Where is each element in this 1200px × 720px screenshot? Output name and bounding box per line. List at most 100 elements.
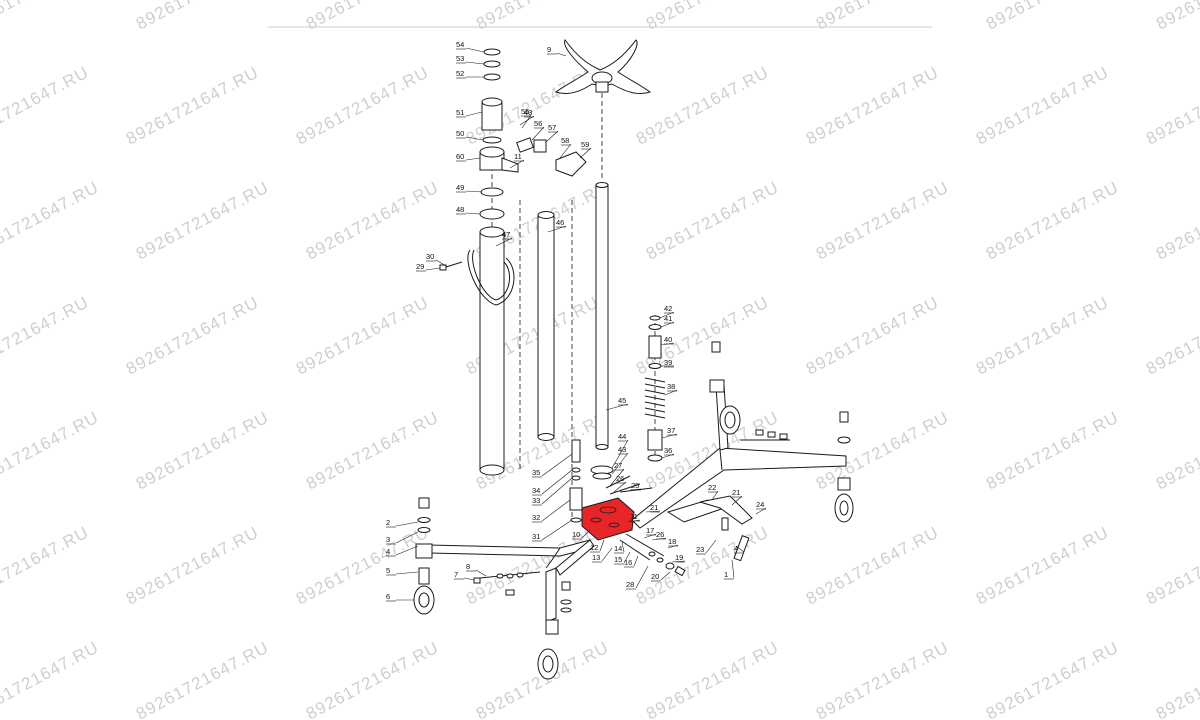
callout-leader xyxy=(465,111,483,117)
callout: 56 xyxy=(531,119,545,141)
callout: 51 xyxy=(456,108,483,118)
callout-leader xyxy=(671,560,686,563)
callout-leader xyxy=(465,136,484,141)
watermark-text: 89261721647.RU xyxy=(643,0,782,34)
watermark-text: 89261721647.RU xyxy=(0,523,92,609)
watermark-text: 89261721647.RU xyxy=(473,638,612,720)
callout-leader xyxy=(581,529,591,539)
callout: 4 xyxy=(734,544,745,554)
callout-leader xyxy=(731,495,743,506)
watermark-text: 89261721647.RU xyxy=(813,638,952,720)
callout-number: 28 xyxy=(626,580,634,589)
saddle-part xyxy=(554,39,652,95)
callout-leader xyxy=(495,237,513,247)
callout-leader xyxy=(465,47,485,53)
screw-29-30 xyxy=(439,261,463,271)
callout: 1 xyxy=(724,559,735,580)
callout-number: 48 xyxy=(456,205,464,214)
callout: 12 xyxy=(590,539,605,553)
callout-number: 31 xyxy=(532,532,540,541)
callout: 3 xyxy=(386,531,419,545)
callout-number: 55 xyxy=(521,107,529,116)
callout-leader xyxy=(395,521,419,527)
callout-number: 37 xyxy=(667,426,675,435)
watermark-text: 89261721647.RU xyxy=(983,408,1122,494)
callout: 29 xyxy=(416,262,441,272)
callout-number: 51 xyxy=(456,108,464,117)
callout-number: 44 xyxy=(618,432,626,441)
bolts-6-8 xyxy=(473,571,541,596)
watermark-text: 89261721647.RU xyxy=(813,178,952,264)
callout-number: 18 xyxy=(668,537,676,546)
callout-leader xyxy=(661,433,678,439)
watermark-text: 89261721647.RU xyxy=(983,638,1122,720)
callout-leader xyxy=(541,519,573,541)
callout: 55 xyxy=(521,107,532,129)
watermark-text: 89261721647.RU xyxy=(633,63,772,149)
callout: 36 xyxy=(661,446,675,459)
callout-number: 34 xyxy=(532,486,540,495)
callout: 9 xyxy=(547,45,567,57)
caster-rear-right xyxy=(709,341,741,435)
callout-leader xyxy=(425,267,441,271)
callout: 10 xyxy=(572,529,591,540)
caster-right xyxy=(834,411,854,523)
base-block xyxy=(581,497,635,541)
callout-number: 13 xyxy=(592,553,600,562)
callout-number: 42 xyxy=(664,304,672,313)
watermark-text: 89261721647.RU xyxy=(303,0,442,34)
callout: 43 xyxy=(611,445,629,475)
callout-leader xyxy=(660,571,671,581)
callout: 50 xyxy=(456,129,484,141)
callout-number: 56 xyxy=(534,119,542,128)
callout-number: 12 xyxy=(590,543,598,552)
callout: 57 xyxy=(545,123,559,143)
watermark-text: 89261721647.RU xyxy=(123,293,262,379)
callout-number: 29 xyxy=(416,262,424,271)
outer-cylinder xyxy=(467,226,515,476)
callout: 13 xyxy=(592,547,613,563)
callout: 30 xyxy=(426,252,447,267)
release-valve xyxy=(516,137,587,177)
callout: 11 xyxy=(509,152,525,169)
callout-leader xyxy=(556,52,567,57)
callout-leader xyxy=(635,565,649,589)
callout-leader xyxy=(465,212,481,215)
callout: 32 xyxy=(532,499,571,523)
watermark-text: 89261721647.RU xyxy=(303,408,442,494)
callout-number: 4 xyxy=(386,547,390,556)
watermark-text: 89261721647.RU xyxy=(803,293,942,379)
callout: 40 xyxy=(660,335,675,346)
watermark-text: 89261721647.RU xyxy=(303,638,442,720)
watermark-text: 89261721647.RU xyxy=(293,293,432,379)
callout-number: 38 xyxy=(667,382,675,391)
callout-number: 43 xyxy=(524,108,532,117)
callout-number: 47 xyxy=(502,230,510,239)
callout: 26 xyxy=(613,474,627,493)
callout-number: 7 xyxy=(454,570,458,579)
watermark-text: 89261721647.RU xyxy=(973,523,1112,609)
jack-drawing xyxy=(413,39,854,680)
watermark-text: 89261721647.RU xyxy=(1153,638,1200,720)
callout-leader xyxy=(463,577,475,581)
callout-number: 50 xyxy=(456,129,464,138)
watermark-text: 89261721647.RU xyxy=(1153,408,1200,494)
watermark-text: 89261721647.RU xyxy=(983,178,1122,264)
callout: 58 xyxy=(559,136,572,159)
watermark-text: 89261721647.RU xyxy=(133,0,272,34)
callout-leader xyxy=(645,510,661,513)
callout: 42 xyxy=(659,304,675,319)
watermark-text: 89261721647.RU xyxy=(1143,293,1200,379)
callout-leader xyxy=(633,555,639,567)
callout-leader xyxy=(643,533,657,539)
callout-number: 36 xyxy=(664,446,672,455)
callout-number: 26 xyxy=(656,530,664,539)
callout-leader xyxy=(621,541,625,553)
callout-number: 30 xyxy=(426,252,434,261)
callout: 14 xyxy=(614,541,625,554)
callout: 52 xyxy=(456,69,484,79)
callout: 35 xyxy=(532,453,573,478)
watermark-text: 89261721647.RU xyxy=(0,408,102,494)
